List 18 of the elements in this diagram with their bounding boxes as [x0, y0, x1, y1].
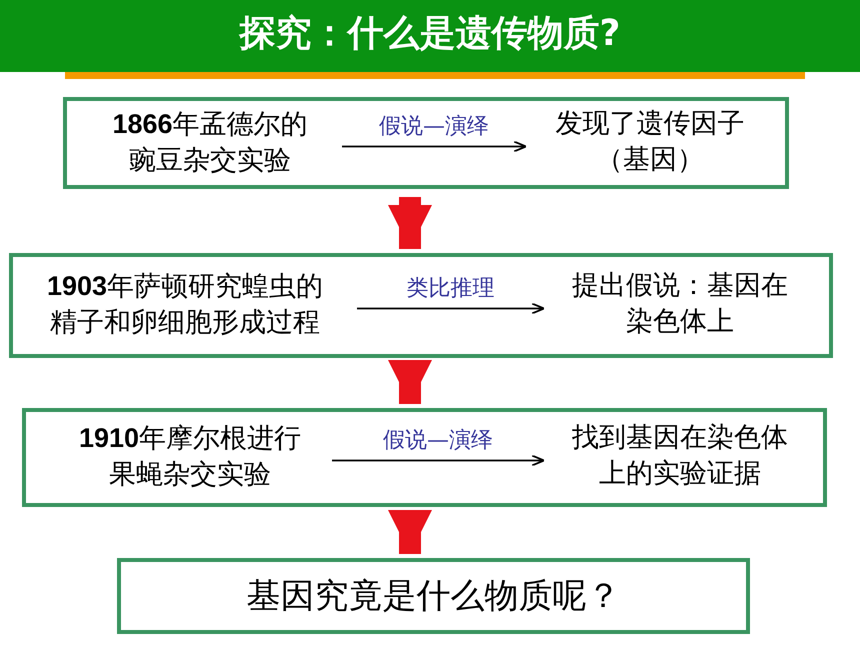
step-text: 1903年萨顿研究蝗虫的精子和卵细胞形成过程	[46, 270, 324, 340]
title: 探究：什么是遗传物质?	[238, 12, 622, 56]
step-text: 提出假说：基因在染色体上	[571, 269, 789, 339]
step-text: 发现了遗传因子（基因）	[554, 107, 746, 177]
block-arrow	[388, 510, 432, 554]
block-arrow	[388, 360, 432, 404]
step-text: 1910年摩尔根进行果蝇杂交实验	[78, 422, 302, 492]
step-text: 找到基因在染色体上的实验证据	[571, 421, 789, 491]
group-box	[63, 97, 789, 189]
arrow	[357, 302, 545, 314]
group-box	[9, 253, 833, 358]
step-text: 1866年孟德尔的豌豆杂交实验	[111, 108, 309, 178]
block-arrow	[388, 197, 432, 249]
arrow	[332, 454, 545, 466]
question-box	[117, 558, 750, 634]
question-text: 基因究竟是什么物质呢？	[246, 575, 622, 618]
group-box	[22, 408, 827, 507]
arrow	[342, 140, 527, 152]
